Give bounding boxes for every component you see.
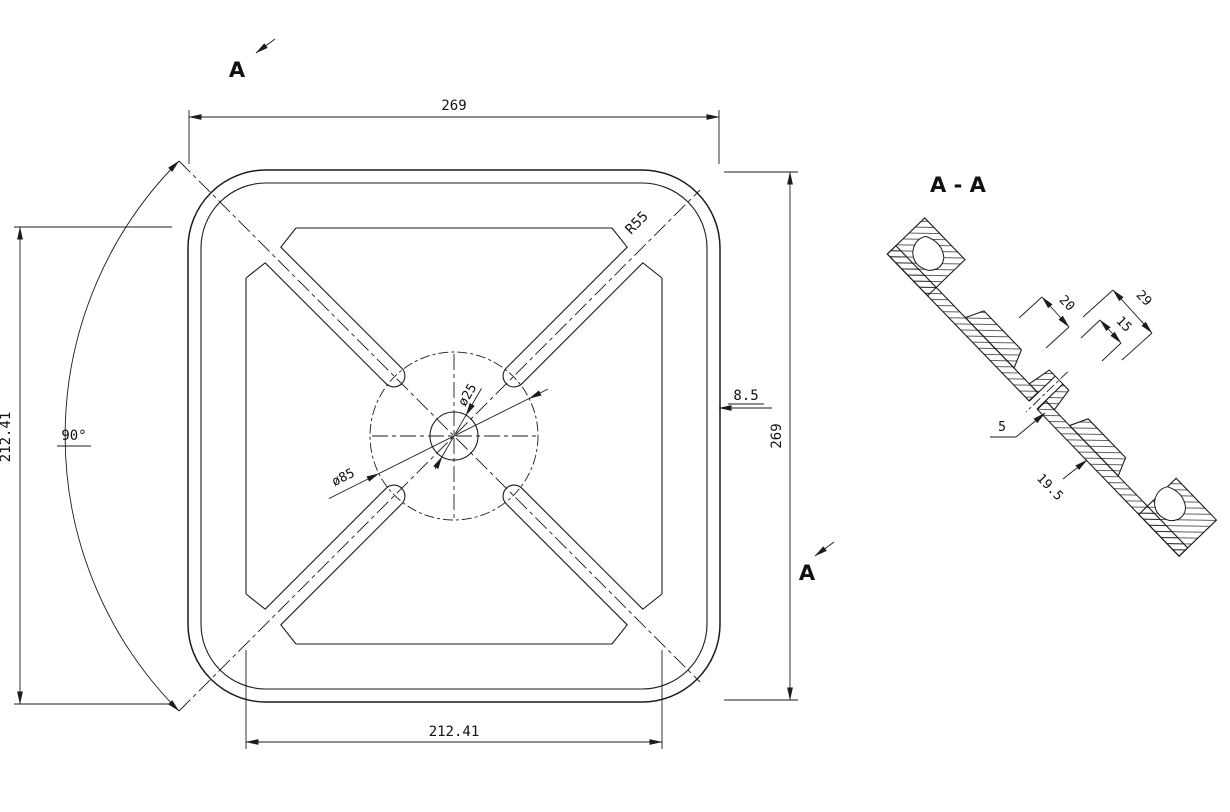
section-rib-right [1068, 418, 1127, 477]
dim-pocket-width-label: 212.41 [429, 724, 480, 740]
dim-center-hole-label: ø25 [456, 381, 481, 409]
dim-rib-angle-label: 90° [61, 428, 86, 444]
dim-outer-height-label: 269 [769, 423, 785, 448]
dim-boss-width-label: 20 [1056, 293, 1078, 315]
section-hole-centerline [1025, 371, 1069, 413]
section-rib-left [964, 310, 1023, 370]
section-view: A - A 20 [886, 173, 1218, 557]
section-hole-edge-left [1028, 375, 1056, 402]
dim-wall-thickness-label: 8.5 [733, 388, 758, 404]
inner-contour [200, 182, 708, 690]
main-view-dimensions: 269 269 212.41 212.41 90° [0, 38, 835, 749]
dim-rib-height-label: 19.5 [1033, 471, 1066, 504]
dim-pocket-height: 212.41 [0, 226, 172, 705]
section-title: A - A [930, 173, 987, 197]
centerline-diagonal-nw-se [178, 160, 701, 683]
hub-pitch-circle [369, 351, 539, 521]
section-body [886, 217, 1218, 557]
dim-outer-height: 269 [724, 171, 798, 701]
centerline-diagonal-sw-ne [178, 189, 701, 712]
dim-step-width: 15 [1080, 314, 1135, 362]
section-wall-cavity-left [912, 235, 945, 271]
dim-pocket-height-label: 212.41 [0, 412, 14, 463]
dim-step-width-label: 15 [1113, 314, 1135, 336]
section-marker-bottom-label: A [799, 561, 816, 585]
dim-boss-width: 20 [1018, 293, 1078, 349]
dim-plate-thickness-label: 5 [998, 420, 1006, 435]
dim-hub-circle: ø85 [328, 388, 549, 500]
dim-pocket-width: 212.41 [245, 650, 663, 749]
section-cut-marks: A A [229, 38, 835, 585]
dim-outer-width: 269 [188, 98, 720, 164]
main-view [178, 160, 721, 712]
dim-rib-angle: 90° [57, 160, 180, 712]
section-hole-edge-right [1036, 383, 1064, 410]
pocket-outline [245, 227, 663, 645]
section-wall-cavity-right [1154, 486, 1187, 522]
section-marker-top-label: A [229, 58, 246, 82]
section-arrow-top [255, 38, 276, 54]
dim-corner-radius-label: R55 [623, 209, 652, 238]
dim-wall-thickness: 8.5 [718, 388, 772, 411]
dim-plate-thickness: 5 [990, 412, 1046, 438]
section-dimensions: 20 29 15 5 1 [990, 288, 1154, 504]
outer-contour [187, 169, 721, 703]
dim-center-hole: ø25 [433, 381, 482, 470]
section-arrow-bottom [814, 541, 835, 557]
dim-outer-width-label: 269 [441, 98, 466, 114]
dim-flange-width-label: 29 [1133, 288, 1155, 310]
dim-rib-height: 19.5 [1033, 459, 1088, 504]
